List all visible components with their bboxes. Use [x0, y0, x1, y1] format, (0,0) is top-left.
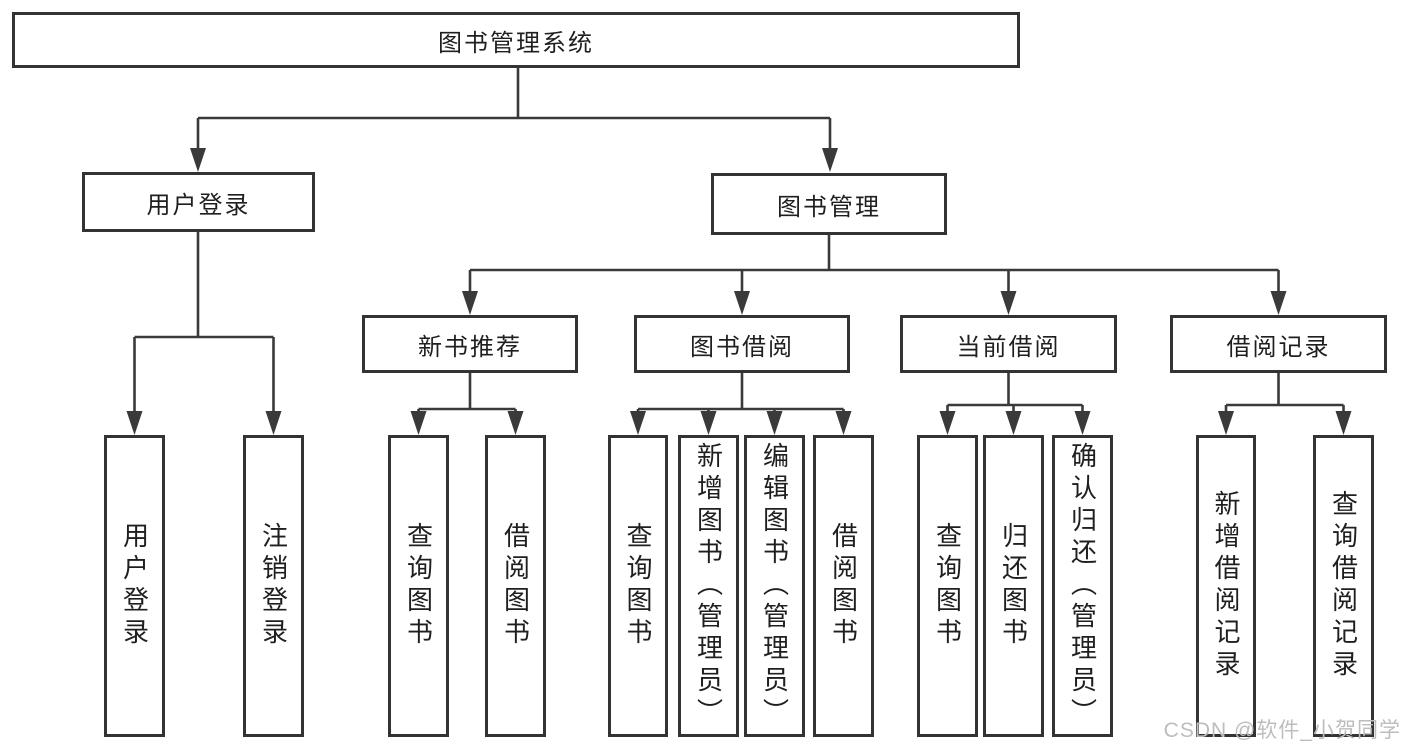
- leaf-query-books: 查询图书: [917, 435, 978, 737]
- csdn-watermark: CSDN @软件_小贺同学: [1163, 719, 1401, 742]
- leaf-borrow-books: 借阅图书: [485, 435, 546, 737]
- leaf-add-borrow-record: 新增借阅记录: [1196, 435, 1256, 737]
- leaf-query-borrow-record: 查询借阅记录: [1313, 435, 1374, 737]
- leaf-query-books: 查询图书: [608, 435, 668, 737]
- node-borrowing-records: 借阅记录: [1170, 315, 1387, 373]
- leaf-return-books: 归还图书: [983, 435, 1044, 737]
- leaf-borrow-books: 借阅图书: [813, 435, 874, 737]
- leaf-confirm-return-admin: 确认归还（管理员）: [1052, 435, 1113, 737]
- node-root-library-system: 图书管理系统: [12, 12, 1020, 68]
- leaf-edit-books-admin: 编辑图书（管理员）: [744, 435, 805, 737]
- node-new-book-recommend: 新书推荐: [362, 315, 578, 373]
- leaf-add-books-admin: 新增图书（管理员）: [678, 435, 739, 737]
- leaf-query-books: 查询图书: [388, 435, 449, 737]
- node-user-login: 用户登录: [82, 172, 315, 232]
- leaf-logout: 注销登录: [243, 435, 304, 737]
- node-book-borrowing: 图书借阅: [634, 315, 850, 373]
- node-book-management: 图书管理: [711, 173, 947, 235]
- leaf-user-login: 用户登录: [104, 435, 165, 737]
- node-current-borrowing: 当前借阅: [900, 315, 1117, 373]
